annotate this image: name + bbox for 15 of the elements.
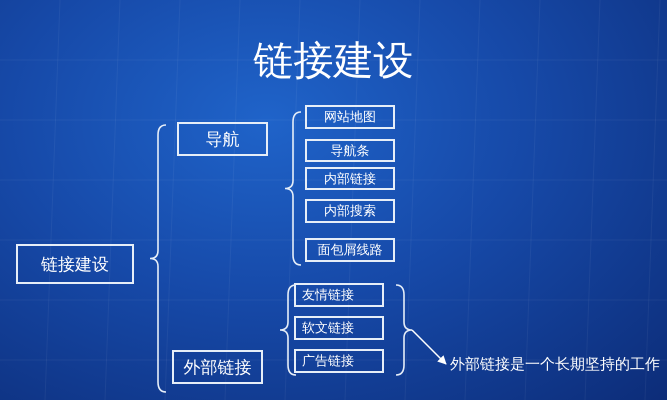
topic-box: 导航条 — [305, 139, 395, 162]
topic-box: 友情链接 — [294, 283, 384, 307]
note-text: 外部链接是一个长期坚持的工作 — [450, 352, 660, 376]
topic-box: 广告链接 — [294, 349, 384, 373]
curly-brace — [396, 284, 413, 376]
topic-box: 软文链接 — [294, 316, 384, 340]
topic-box: 网站地图 — [305, 105, 395, 129]
topic-box: 外部链接 — [172, 350, 263, 384]
topic-box: 面包屑线路 — [305, 238, 395, 262]
arrow — [411, 329, 447, 365]
topic-box: 内部链接 — [305, 167, 395, 190]
topic-box: 内部搜索 — [305, 199, 395, 223]
title: 链接建设 — [252, 37, 414, 86]
topic-box: 链接建设 — [16, 244, 134, 284]
topic-box: 导航 — [177, 122, 268, 156]
